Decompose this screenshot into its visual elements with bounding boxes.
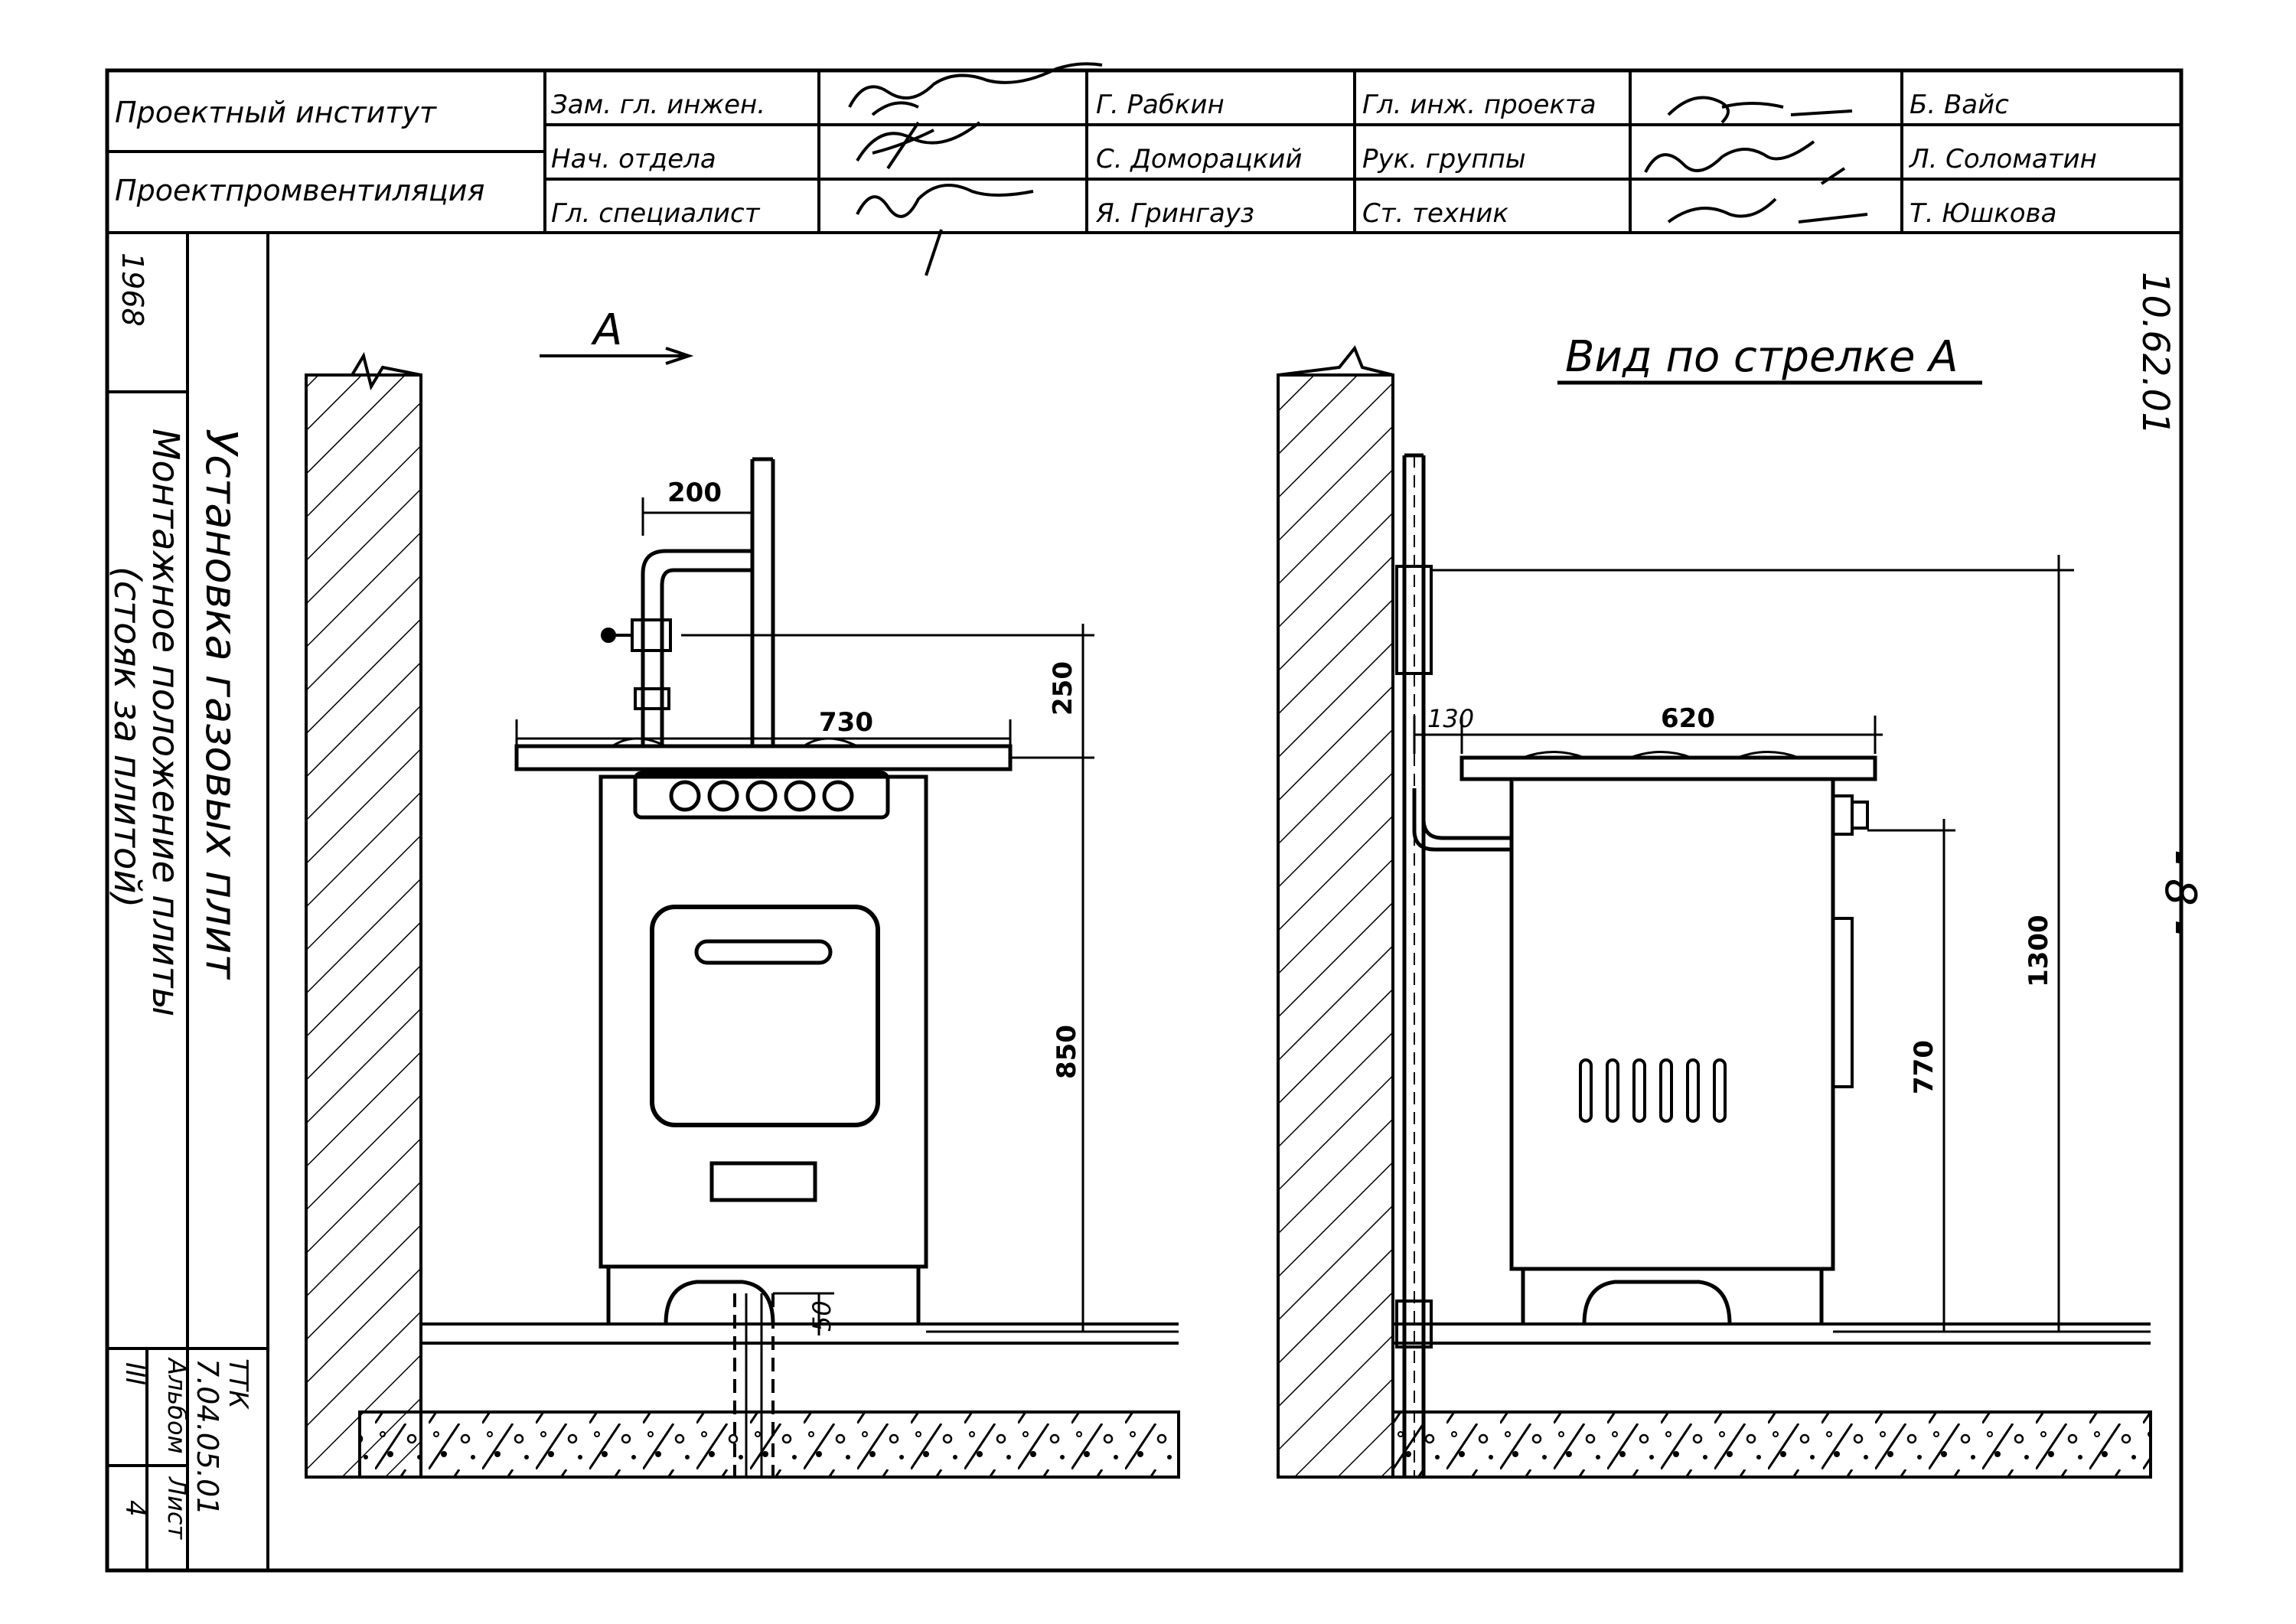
front-wall-hatch (305, 373, 422, 1479)
left-strip (107, 233, 269, 1570)
institute-line-1: Проектный институт (115, 96, 438, 129)
sheet-frame (105, 68, 2183, 1573)
role2-2: Рук. группы (1362, 144, 1526, 174)
role-1: Зам. гл. инжен. (551, 90, 765, 120)
sheet-label: Лист (162, 1476, 191, 1540)
role2-1: Гл. инж. проекта (1362, 90, 1596, 120)
signatures (848, 62, 1868, 276)
side-stove-body (1509, 777, 1835, 1271)
front-stove-body (598, 774, 928, 1269)
sheet-title-sub1: Монтажное положение плиты (144, 429, 187, 1016)
front-oven-door (650, 905, 880, 1127)
document-code: 7.04.05.01 (191, 1358, 224, 1515)
name2-3: Т. Юшкова (1910, 198, 2056, 229)
side-slab (1391, 1410, 2152, 1479)
front-knob-panel (633, 771, 890, 820)
year: 1968 (116, 253, 149, 327)
front-slab (358, 1410, 1180, 1479)
dim-50: 50 (807, 1300, 837, 1332)
view-label: Вид по стрелке А (1565, 332, 1958, 382)
dim-200: 200 (667, 478, 722, 508)
name-1: Г. Рабкин (1096, 90, 1225, 120)
dim-620: 620 (1661, 703, 1715, 734)
side-wall-hatch (1277, 373, 1394, 1479)
stamp-code: 10.62.01 (2134, 272, 2177, 435)
side-cooktop (1459, 755, 1877, 781)
dim-850: 850 (1052, 1025, 1082, 1079)
front-drawer (709, 1161, 817, 1202)
dim-730: 730 (819, 707, 873, 738)
dim-770: 770 (1909, 1040, 1939, 1094)
sheet-title-main: Установка газовых плит (196, 429, 246, 980)
name-3: Я. Грингауз (1095, 198, 1254, 229)
sheet-value: 4 (119, 1500, 150, 1517)
sheet-title-sub2: (стояк за плитой) (106, 566, 148, 908)
front-burner-knobs (669, 780, 854, 812)
name2-1: Б. Вайс (1910, 90, 2009, 120)
front-cooktop (514, 744, 1013, 771)
front-view (305, 347, 1180, 1479)
album-label: Альбом (162, 1357, 191, 1454)
name2-2: Л. Соломатин (1908, 144, 2097, 174)
role2-3: Ст. техник (1362, 198, 1508, 229)
name-2: С. Доморацкий (1096, 144, 1302, 174)
series-label: ТТК (223, 1358, 253, 1410)
dim-250: 250 (1048, 661, 1078, 716)
title-block (107, 70, 2181, 234)
role-2: Нач. отдела (551, 144, 716, 174)
institute-line-2: Проектпромвентиляция (115, 174, 484, 207)
section-mark-a: А (591, 305, 622, 355)
role-3: Гл. специалист (551, 198, 761, 229)
dim-1300: 1300 (2024, 915, 2054, 987)
album-value: III (119, 1362, 150, 1385)
page-number: - 8 - (2155, 850, 2205, 935)
side-view (1277, 345, 2152, 1479)
dim-130: 130 (1427, 704, 1474, 733)
